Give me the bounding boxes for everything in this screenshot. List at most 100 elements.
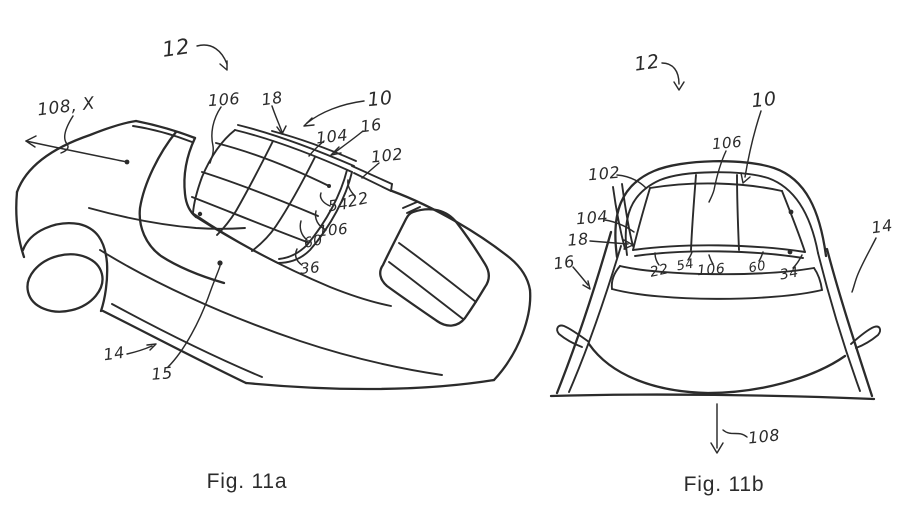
window-divider-2 [736, 174, 740, 251]
fig11a-drawing [15, 44, 532, 391]
right-flank-inner [817, 252, 861, 392]
direction-arrow-x [25, 140, 128, 163]
right-mirror [850, 325, 882, 349]
window-bottom-bow-upper [632, 244, 806, 253]
leader-104 [308, 140, 325, 157]
fig11b-ink-dots [787, 209, 794, 255]
arrowhead-16 [330, 146, 342, 156]
tonneau-upper-arc [619, 265, 815, 276]
leader-12 [661, 62, 680, 85]
fig11a-ink-dots [124, 159, 331, 266]
leader-102 [361, 162, 380, 179]
rocker-line [101, 309, 248, 385]
rear-bumper-arc [587, 342, 847, 395]
rear-edge-outline [492, 288, 532, 382]
ref-numeral-22: 22 [649, 261, 671, 281]
leader-10 [744, 110, 762, 178]
ground-baseline [549, 393, 876, 401]
leader-14 [851, 237, 877, 293]
leader-106-top [708, 150, 727, 203]
leader-60 [299, 220, 308, 241]
leader-102 [616, 174, 647, 189]
ref-numeral-18: 18 [567, 229, 590, 250]
ref-numeral-60: 60 [303, 232, 325, 252]
leader-54 [319, 192, 331, 207]
tonneau-left-cap [610, 265, 621, 290]
roof-slat-line-2 [201, 171, 319, 217]
deck-slat-2 [388, 261, 464, 320]
ref-numeral-104: 104 [575, 207, 609, 229]
pen-dot [787, 249, 793, 255]
rear-bow-inner [278, 169, 348, 260]
rear-dome-inner-line [624, 171, 819, 256]
leader-18 [589, 240, 629, 245]
rear-beltline [390, 189, 532, 292]
ref-numeral-54: 54 [675, 257, 695, 275]
ref-numeral-12: 12 [633, 50, 661, 75]
left-flank-inner [568, 245, 622, 393]
window-left-edge [632, 187, 651, 251]
window-divider-1 [690, 174, 697, 251]
front-wheel [26, 253, 104, 313]
arrowhead-12 [219, 60, 228, 71]
door-cut-line [138, 130, 226, 285]
ref-numeral-10: 10 [750, 88, 777, 113]
leader-36 [294, 248, 303, 266]
fig11b-labels: 12 10 106 102 104 18 16 22 54 106 60 34 … [552, 50, 894, 496]
ref-numeral-104: 104 [315, 125, 349, 147]
arrowhead-10 [740, 172, 751, 184]
ref-numeral-34: 34 [779, 264, 800, 283]
leader-106-top [209, 106, 222, 164]
ref-numeral-16: 16 [552, 252, 576, 274]
arrowhead-108 [710, 442, 724, 454]
leader-12 [196, 44, 228, 65]
a-pillar-line [183, 136, 198, 219]
left-rail-strip-inner [621, 183, 634, 247]
ref-numeral-106-top: 106 [207, 89, 240, 110]
leader-108 [722, 429, 748, 438]
rear-bottom-sweep [244, 378, 496, 391]
window-right-edge [781, 190, 806, 253]
leader-60 [758, 251, 764, 262]
ref-numeral-16: 16 [359, 115, 383, 137]
ref-numeral-60: 60 [747, 259, 767, 277]
latch-strip-upper [351, 165, 393, 185]
pen-dot [217, 260, 223, 266]
fig11a-caption: Fig. 11a [207, 470, 288, 493]
rear-bow-outer [277, 171, 353, 264]
front-wheel-arch [21, 222, 109, 313]
pen-dot [197, 211, 203, 217]
leader-22 [654, 252, 660, 266]
leader-54 [687, 251, 693, 261]
arrowhead-18 [623, 239, 634, 250]
ref-numeral-22: 22 [346, 188, 371, 211]
roof-bottom-edge [193, 213, 279, 264]
tonneau-right-cap [813, 267, 823, 291]
ref-numeral-15: 15 [151, 363, 174, 384]
ref-numeral-102: 102 [370, 144, 404, 166]
arrowhead-16 [582, 280, 591, 290]
leader-106-bow [708, 254, 714, 265]
ref-numeral-106-bow: 106 [696, 261, 726, 279]
leader-16 [572, 266, 589, 286]
cowl-crease-line [88, 207, 246, 230]
leader-34 [792, 254, 803, 269]
rear-deck-panel [379, 208, 490, 327]
right-flank-outer [825, 247, 874, 398]
transverse-bow-1 [216, 140, 274, 236]
leader-18 [271, 105, 283, 133]
left-flank-outer [555, 230, 613, 395]
arrowhead-12 [673, 81, 685, 91]
pen-dot [327, 184, 331, 188]
roof-rail-seal-lower [237, 124, 355, 167]
rear-dome-outer-outline [614, 160, 828, 259]
window-top-bow [649, 182, 783, 192]
deck-lip-1 [402, 201, 418, 209]
transverse-bow-2 [251, 156, 316, 252]
leader-104 [604, 219, 635, 233]
fig11b-drawing [549, 62, 882, 454]
roof-front-header [192, 129, 236, 214]
ref-numeral-108x: 108, X [36, 94, 96, 121]
arrowhead-x [25, 135, 37, 148]
